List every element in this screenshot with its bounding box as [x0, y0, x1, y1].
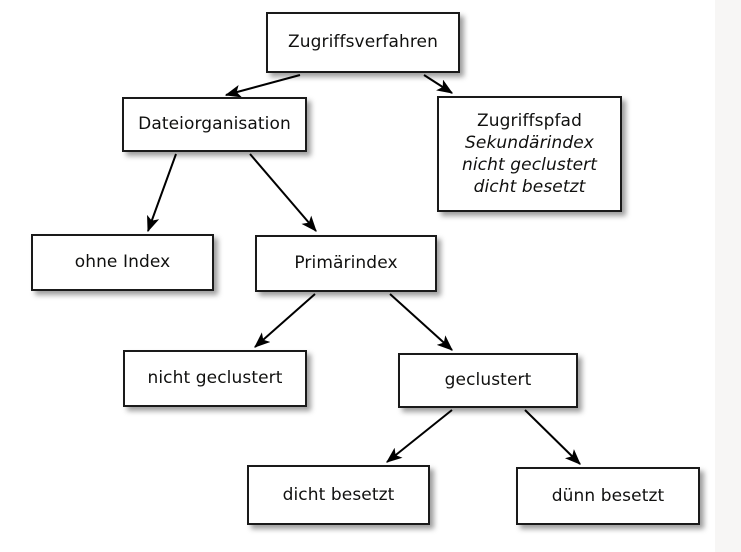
- edges: [147, 74, 581, 465]
- node-label-line: dünn besetzt: [551, 485, 665, 506]
- node-label-line: Sekundärindex: [465, 132, 594, 153]
- edge-zugriffsverfahren-dateiorganisation: [224, 74, 301, 98]
- node-label-group: Primärindex: [257, 252, 435, 274]
- node-label-line: dicht besetzt: [282, 484, 395, 505]
- node-label-line: ohne Index: [74, 252, 171, 273]
- node-duenn-besetzt[interactable]: dünn besetzt: [516, 467, 700, 525]
- node-label-group: geclustert: [400, 369, 576, 391]
- node-label-line: Dateiorganisation: [138, 114, 291, 135]
- node-label-group: dicht besetzt: [249, 484, 428, 506]
- node-ohne-index[interactable]: ohne Index: [31, 234, 214, 291]
- node-label-line: Primärindex: [294, 253, 398, 274]
- node-label-line: Zugriffsverfahren: [288, 32, 438, 53]
- edge-primaerindex-geclustert: [389, 293, 453, 351]
- node-label-group: ohne Index: [33, 251, 212, 273]
- edge-primaerindex-nicht-geclustert: [254, 293, 316, 348]
- node-primaerindex[interactable]: Primärindex: [255, 235, 437, 292]
- edge-geclustert-dicht-besetzt: [386, 409, 453, 463]
- node-label-group: dünn besetzt: [518, 485, 698, 507]
- edge-dateiorganisation-primaerindex: [249, 153, 317, 232]
- node-label-line: nicht geclustert: [147, 368, 283, 389]
- edge-dateiorganisation-ohne-index: [147, 153, 177, 233]
- node-label-group: nicht geclustert: [125, 367, 305, 389]
- node-label-line: nicht geclustert: [461, 155, 598, 175]
- node-zugriffsverfahren[interactable]: Zugriffsverfahren: [266, 12, 460, 73]
- node-nicht-geclustert[interactable]: nicht geclustert: [123, 350, 307, 407]
- node-dicht-besetzt[interactable]: dicht besetzt: [247, 465, 430, 525]
- node-label-group: Zugriffsverfahren: [268, 31, 458, 53]
- node-geclustert[interactable]: geclustert: [398, 353, 578, 408]
- node-label-line: Zugriffspfad: [477, 110, 582, 131]
- slide-right-margin-band: [715, 0, 741, 552]
- node-label-group: Dateiorganisation: [124, 113, 305, 135]
- node-label-line: geclustert: [444, 370, 532, 391]
- node-dateiorganisation[interactable]: Dateiorganisation: [122, 97, 307, 152]
- node-label-line: dicht besetzt: [473, 177, 586, 198]
- edge-zugriffsverfahren-zugriffspfad: [423, 74, 454, 94]
- edge-geclustert-duenn-besetzt: [524, 409, 581, 465]
